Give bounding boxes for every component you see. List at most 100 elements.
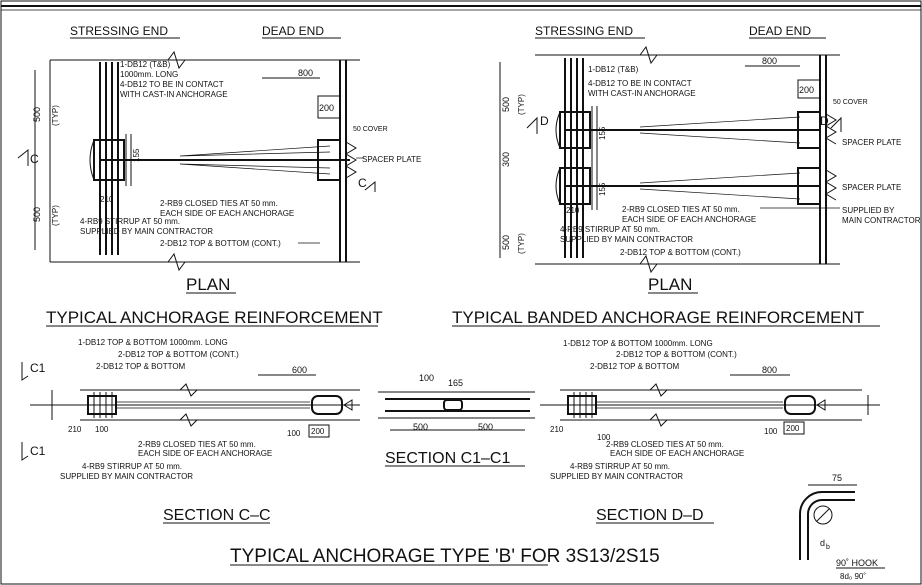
dd-note-supplied: SUPPLIED BY MAIN CONTRACTOR <box>550 472 683 481</box>
anchorage-2 <box>559 167 591 205</box>
cover-label-r: 50 COVER <box>833 99 868 106</box>
section-mark-d-left: D <box>540 114 549 128</box>
section-cc-breaks <box>179 383 198 427</box>
dim-210: 210 <box>100 195 114 204</box>
dd-note-2db12-cont: 2-DB12 TOP & BOTTOM (CONT.) <box>616 350 737 359</box>
dead-plate-r-1 <box>797 111 821 149</box>
section-cc-dead-plate <box>311 395 343 415</box>
dim-200-box <box>317 95 341 119</box>
spacer-plate-label-r2: SPACER PLATE <box>842 183 901 192</box>
stressing-end-label: STRESSING END <box>70 24 168 38</box>
section-arrow-c-right <box>364 180 376 192</box>
note-1db12-r: 1-DB12 (T&B) <box>588 65 639 74</box>
note-4db12: 4-DB12 TO BE IN CONTACT <box>120 80 224 89</box>
section-cc-dead-nose <box>343 399 353 411</box>
dead-end-label-r: DEAD END <box>749 24 811 38</box>
cover-label: 50 COVER <box>353 126 388 133</box>
plan-label: PLAN <box>186 275 230 294</box>
dim-500-top: 500 <box>32 107 42 122</box>
typ-bottom: (TYP) <box>51 205 60 226</box>
dim-210-r: 210 <box>566 206 580 215</box>
dim-500-top-r: 500 <box>501 97 511 112</box>
dd-dim-200-box <box>783 421 805 435</box>
note-each-side: EACH SIDE OF EACH ANCHORAGE <box>160 209 294 218</box>
bend-diameter-circle <box>813 505 833 525</box>
dim-500-bottom-r: 500 <box>501 235 511 250</box>
cc-dim-200-box <box>308 424 330 438</box>
typ-top: (TYP) <box>51 105 60 126</box>
break-line-top-r <box>639 45 658 65</box>
dim-800: 800 <box>298 68 313 78</box>
hook-dim-75: 75 <box>832 473 842 483</box>
anchorage-1 <box>559 111 591 149</box>
section-c-c: C1 C1 600 1-DB12 TOP & BOTTOM 1000mm. LO… <box>21 338 360 524</box>
spacer-plate-label: SPACER PLATE <box>362 155 421 164</box>
section-mark-c-right: C <box>358 176 367 190</box>
section-arrow-d-left <box>526 116 538 134</box>
plan-label-r: PLAN <box>648 275 692 294</box>
title-anchorage-reinforcement: TYPICAL ANCHORAGE REINFORCEMENT <box>46 308 383 327</box>
note-supplied: SUPPLIED BY MAIN CONTRACTOR <box>80 227 213 236</box>
section-mark-d-right: D <box>820 114 829 128</box>
dd-dim-200: 200 <box>786 424 800 433</box>
supplied-by-r: SUPPLIED BY <box>842 206 895 215</box>
dim-500-bottom: 500 <box>32 207 42 222</box>
section-cc-title: SECTION C–C <box>163 507 271 524</box>
cc-note-2db12: 2-DB12 TOP & BOTTOM <box>96 362 186 371</box>
dd-dim-100b: 100 <box>764 427 778 436</box>
main-contractor-r: MAIN CONTRACTOR <box>842 216 921 225</box>
hook-bar-inner <box>807 499 855 560</box>
c1-mark-bottom: C1 <box>30 444 46 458</box>
cc-note-1db12: 1-DB12 TOP & BOTTOM 1000mm. LONG <box>78 338 228 347</box>
cc-dim-100a: 100 <box>95 425 109 434</box>
section-dd-title: SECTION D–D <box>596 507 704 524</box>
cc-dim-210: 210 <box>68 425 82 434</box>
dim-155-r1: 155 <box>598 126 607 140</box>
cast-in-anchorage <box>93 139 125 181</box>
spacer-plate-label-r1: SPACER PLATE <box>842 138 901 147</box>
cc-note-2db12-cont: 2-DB12 TOP & BOTTOM (CONT.) <box>118 350 239 359</box>
dd-dim-800: 800 <box>762 365 777 375</box>
note-cast-in-r: WITH CAST-IN ANCHORAGE <box>588 89 696 98</box>
section-c1-c1: 100 165 500 500 SECTION C1–C1 <box>378 373 535 467</box>
anchorage-bulbs <box>555 111 561 205</box>
plan-left: STRESSING END DEAD END 800 200 50 COVER <box>17 24 421 327</box>
dd-dim-210: 210 <box>550 425 564 434</box>
title-banded-anchorage: TYPICAL BANDED ANCHORAGE REINFORCEMENT <box>452 308 864 327</box>
spacer-zigzag-r-1 <box>825 113 837 145</box>
note-stirrup-r: 4-RB9 STIRRUP AT 50 mm. <box>560 225 660 234</box>
cc-note-stirrup: 4-RB9 STIRRUP AT 50 mm. <box>82 462 182 471</box>
break-line-bottom <box>167 252 186 272</box>
section-dd-dead-plate <box>784 395 816 415</box>
section-dd-anchorage <box>567 395 597 415</box>
note-each-side-r: EACH SIDE OF EACH ANCHORAGE <box>622 215 756 224</box>
note-1000-long: 1000mm. LONG <box>120 70 178 79</box>
dim-300-r: 300 <box>501 152 511 167</box>
c1-dim-500a: 500 <box>413 422 428 432</box>
c1-dim-100: 100 <box>419 373 434 383</box>
note-rb9-ties-r: 2-RB9 CLOSED TIES AT 50 mm. <box>622 205 740 214</box>
hook-90-label: 90˚ HOOK <box>836 558 878 568</box>
section-dd-dead-nose <box>816 399 826 411</box>
note-stirrup: 4-RB9 STIRRUP AT 50 mm. <box>80 217 180 226</box>
cc-dim-100b: 100 <box>287 429 301 438</box>
section-d-d: 800 1-DB12 TOP & BOTTOM 1000mm. LONG 2-D… <box>540 339 880 524</box>
dd-note-stirrup: 4-RB9 STIRRUP AT 50 mm. <box>570 462 670 471</box>
note-1db12: 1-DB12 (T&B) <box>120 60 171 69</box>
hook-bar-outer <box>799 491 855 560</box>
dead-end-label: DEAD END <box>262 24 324 38</box>
section-dd-breaks <box>649 383 668 427</box>
note-top-bottom-r: 2-DB12 TOP & BOTTOM (CONT.) <box>620 248 741 257</box>
cc-note-supplied: SUPPLIED BY MAIN CONTRACTOR <box>60 472 193 481</box>
dd-note-rb9: 2-RB9 CLOSED TIES AT 50 mm. <box>606 440 724 449</box>
dd-dim-100a: 100 <box>597 433 611 442</box>
typ-bottom-r: (TYP) <box>517 233 526 254</box>
c1-dim-500b: 500 <box>478 422 493 432</box>
section-mark-c-left: C <box>30 152 39 166</box>
spacer-zigzag-r-2 <box>825 169 837 201</box>
tendon-flare <box>179 145 331 175</box>
hook-db-subscript: b <box>826 544 830 551</box>
section-arrow-d-right <box>830 116 842 132</box>
